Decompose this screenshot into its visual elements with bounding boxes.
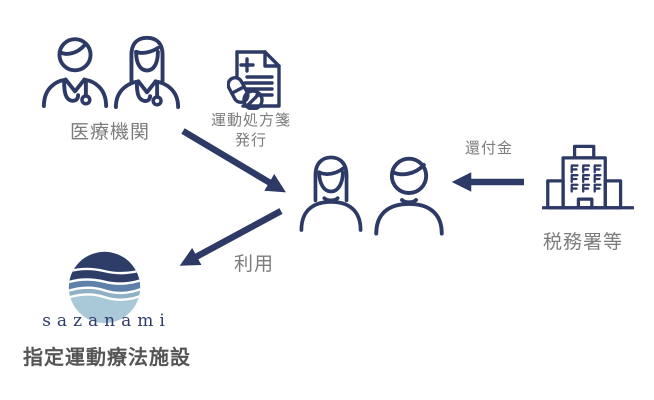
- patient-man-icon: [374, 156, 444, 236]
- refund-label: 還付金: [464, 140, 514, 157]
- facility-label: 指定運動療法施設: [23, 347, 191, 369]
- sazanami-wordmark: sazanami: [42, 311, 171, 331]
- patient-woman-icon: [299, 155, 363, 232]
- doctor-female-icon: [113, 35, 181, 109]
- doctor-male-icon: [41, 37, 109, 108]
- prescription-label-line1: 運動処方箋: [210, 112, 292, 129]
- prescription-label: 運動処方箋 発行: [211, 111, 291, 151]
- tax-office-label: 税務署等: [542, 232, 624, 253]
- government-building-icon: [542, 144, 634, 210]
- sazanami-logo: [68, 251, 141, 324]
- prescription-label-line2: 発行: [234, 132, 268, 149]
- use-label: 利用: [233, 254, 275, 275]
- medical-institution-label: 医療機関: [69, 122, 151, 143]
- prescription-icon: [227, 50, 281, 110]
